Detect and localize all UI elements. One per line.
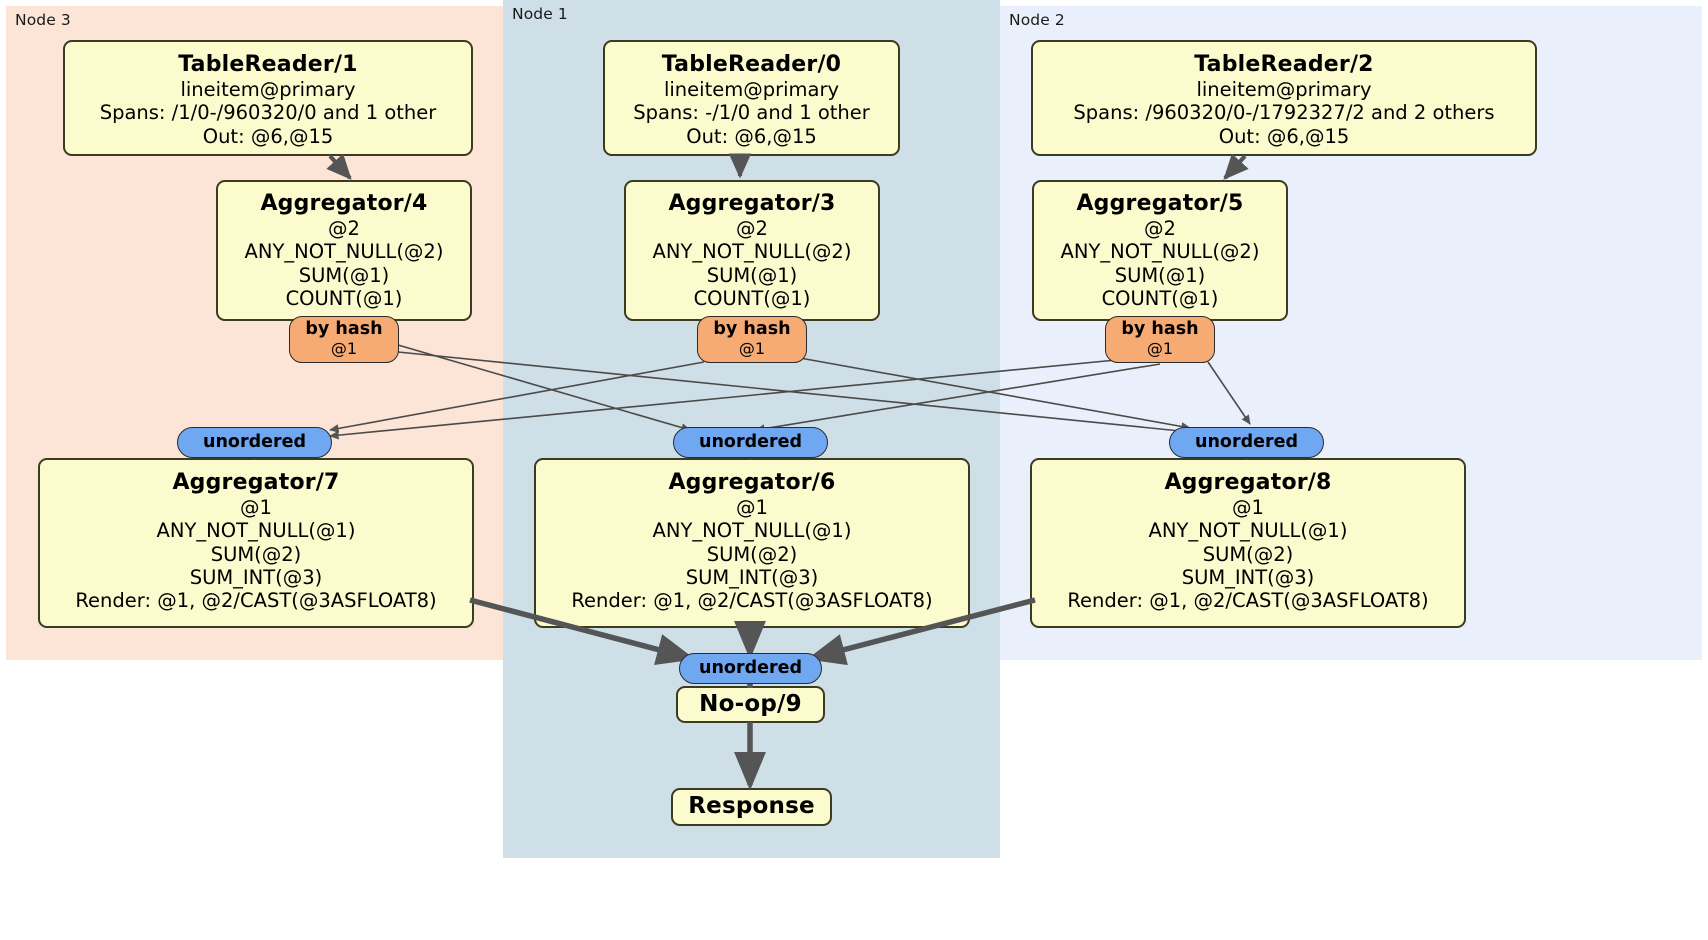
node-line: lineitem@primary bbox=[180, 78, 356, 102]
badge-label: unordered bbox=[699, 431, 802, 452]
node-tablereader-1[interactable]: TableReader/1 lineitem@primary Spans: /1… bbox=[63, 40, 473, 156]
node-title: Aggregator/7 bbox=[172, 470, 340, 495]
node-line: ANY_NOT_NULL(@1) bbox=[1148, 519, 1348, 543]
node-tablereader-0[interactable]: TableReader/0 lineitem@primary Spans: -/… bbox=[603, 40, 900, 156]
node-line: @1 bbox=[1232, 496, 1264, 520]
node-line: SUM(@1) bbox=[1114, 263, 1206, 287]
node-line: Spans: /960320/0-/1792327/2 and 2 others bbox=[1073, 101, 1495, 125]
stream-badge-unordered-left[interactable]: unordered bbox=[177, 427, 332, 458]
node-title: TableReader/0 bbox=[661, 52, 842, 77]
node-line: COUNT(@1) bbox=[693, 286, 811, 310]
node-line: ANY_NOT_NULL(@2) bbox=[1060, 240, 1260, 264]
node-line: SUM_INT(@3) bbox=[189, 565, 323, 589]
node-line: SUM(@2) bbox=[210, 542, 302, 566]
node-aggregator-7[interactable]: Aggregator/7 @1 ANY_NOT_NULL(@1) SUM(@2)… bbox=[38, 458, 474, 628]
node-line: lineitem@primary bbox=[663, 78, 840, 102]
badge-sublabel: @1 bbox=[1146, 338, 1174, 358]
stream-badge-unordered-right[interactable]: unordered bbox=[1169, 427, 1324, 458]
node-line: @1 bbox=[240, 496, 272, 520]
node-line: Spans: -/1/0 and 1 other bbox=[633, 101, 870, 125]
node-line: SUM_INT(@3) bbox=[685, 565, 819, 589]
node-line: @2 bbox=[328, 217, 360, 241]
badge-label: by hash bbox=[305, 319, 383, 339]
badge-label: unordered bbox=[203, 431, 306, 452]
node-line: Out: @6,@15 bbox=[686, 124, 817, 148]
node-line: SUM(@1) bbox=[706, 263, 798, 287]
node-line: ANY_NOT_NULL(@1) bbox=[652, 519, 852, 543]
node-title: Aggregator/5 bbox=[1076, 191, 1244, 216]
badge-label: by hash bbox=[1121, 319, 1199, 339]
node-title: Aggregator/3 bbox=[668, 191, 836, 216]
node-line: COUNT(@1) bbox=[285, 286, 403, 310]
badge-label: unordered bbox=[699, 657, 802, 678]
node-aggregator-3[interactable]: Aggregator/3 @2 ANY_NOT_NULL(@2) SUM(@1)… bbox=[624, 180, 880, 321]
node-title: Response bbox=[688, 793, 815, 820]
node-line: ANY_NOT_NULL(@1) bbox=[156, 519, 356, 543]
region-node-3-label: Node 3 bbox=[15, 11, 71, 29]
node-line: @1 bbox=[736, 496, 768, 520]
node-line: SUM(@2) bbox=[706, 542, 798, 566]
node-aggregator-5[interactable]: Aggregator/5 @2 ANY_NOT_NULL(@2) SUM(@1)… bbox=[1032, 180, 1288, 321]
node-line: Render: @1, @2/CAST(@3ASFLOAT8) bbox=[571, 588, 933, 612]
badge-sublabel: @1 bbox=[330, 338, 358, 358]
node-title: Aggregator/8 bbox=[1164, 470, 1332, 495]
node-title: TableReader/2 bbox=[1194, 52, 1374, 77]
node-title: Aggregator/6 bbox=[668, 470, 836, 495]
badge-sublabel: @1 bbox=[738, 338, 766, 358]
node-line: @2 bbox=[736, 217, 768, 241]
badge-label: by hash bbox=[713, 319, 791, 339]
stream-badge-by-hash-4[interactable]: by hash @1 bbox=[289, 316, 399, 363]
stream-badge-unordered-final[interactable]: unordered bbox=[679, 653, 822, 684]
node-line: @2 bbox=[1144, 217, 1176, 241]
node-line: SUM(@2) bbox=[1202, 542, 1294, 566]
node-aggregator-4[interactable]: Aggregator/4 @2 ANY_NOT_NULL(@2) SUM(@1)… bbox=[216, 180, 472, 321]
node-line: ANY_NOT_NULL(@2) bbox=[652, 240, 852, 264]
node-title: TableReader/1 bbox=[178, 52, 358, 77]
badge-label: unordered bbox=[1195, 431, 1298, 452]
node-line: SUM(@1) bbox=[298, 263, 390, 287]
stream-badge-by-hash-5[interactable]: by hash @1 bbox=[1105, 316, 1215, 363]
node-line: Spans: /1/0-/960320/0 and 1 other bbox=[99, 101, 437, 125]
node-line: ANY_NOT_NULL(@2) bbox=[244, 240, 444, 264]
region-node-1-label: Node 1 bbox=[512, 5, 568, 23]
node-tablereader-2[interactable]: TableReader/2 lineitem@primary Spans: /9… bbox=[1031, 40, 1537, 156]
node-line: Render: @1, @2/CAST(@3ASFLOAT8) bbox=[1067, 588, 1429, 612]
node-line: SUM_INT(@3) bbox=[1181, 565, 1315, 589]
node-title: No-op/9 bbox=[699, 690, 802, 717]
node-line: lineitem@primary bbox=[1196, 78, 1372, 102]
node-line: Out: @6,@15 bbox=[202, 124, 334, 148]
node-line: Render: @1, @2/CAST(@3ASFLOAT8) bbox=[75, 588, 437, 612]
node-aggregator-8[interactable]: Aggregator/8 @1 ANY_NOT_NULL(@1) SUM(@2)… bbox=[1030, 458, 1466, 628]
stream-badge-by-hash-3[interactable]: by hash @1 bbox=[697, 316, 807, 363]
node-line: Out: @6,@15 bbox=[1218, 124, 1350, 148]
node-aggregator-6[interactable]: Aggregator/6 @1 ANY_NOT_NULL(@1) SUM(@2)… bbox=[534, 458, 970, 628]
node-response[interactable]: Response bbox=[671, 788, 832, 826]
region-node-2-label: Node 2 bbox=[1009, 11, 1065, 29]
stream-badge-unordered-mid[interactable]: unordered bbox=[673, 427, 828, 458]
node-line: COUNT(@1) bbox=[1101, 286, 1219, 310]
node-title: Aggregator/4 bbox=[260, 191, 428, 216]
